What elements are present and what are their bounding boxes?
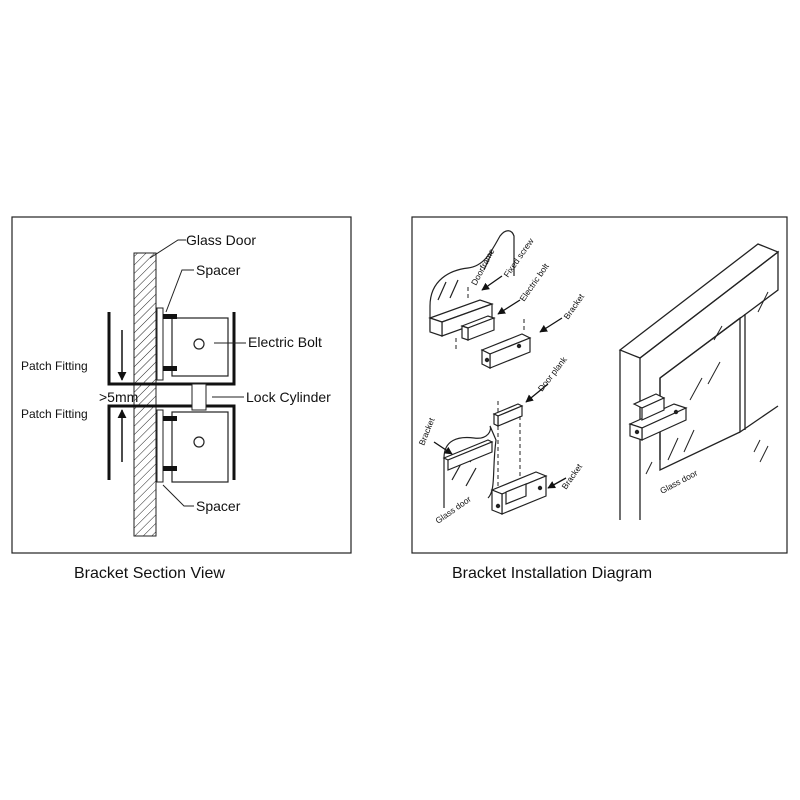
door-plank-piece — [492, 403, 524, 427]
label-spacer-bottom: Spacer — [196, 498, 241, 514]
bracket-small-top — [480, 333, 532, 369]
label-gap: >5mm — [99, 389, 138, 405]
label-door-plank: Door plank — [536, 354, 570, 393]
label-glass-door: Glass Door — [186, 232, 256, 248]
arrows-top-group — [481, 275, 563, 333]
glass-reflections — [645, 291, 769, 475]
frame-bracket — [428, 299, 494, 337]
label-spacer-top: Spacer — [196, 262, 241, 278]
glass-door-section — [133, 252, 157, 537]
caption-section-view: Bracket Section View — [74, 565, 225, 582]
electric-bolt-shape — [171, 317, 229, 377]
patch-fitting-bottom-shape — [107, 404, 236, 480]
caption-installation-diagram: Bracket Installation Diagram — [452, 565, 652, 582]
section-view-frame — [11, 216, 352, 554]
label-bracket-top: Bracket — [561, 291, 586, 321]
screws — [163, 314, 177, 471]
mounted-lock — [628, 393, 688, 441]
label-patch-fitting-top: Patch Fitting — [21, 359, 88, 373]
spacer-bottom-shape — [156, 409, 164, 483]
label-lock-cylinder: Lock Cylinder — [246, 389, 331, 405]
installation-frame — [411, 216, 788, 554]
section-leader-lines — [149, 239, 246, 507]
label-glass-door-small: Glass door — [433, 494, 473, 526]
lock-box-hole — [193, 436, 205, 448]
installation-panel: Doorframe Fixed screw Electric bolt Brac… — [411, 216, 788, 582]
electric-bolt-hole — [193, 338, 205, 350]
label-patch-fitting-bottom: Patch Fitting — [21, 407, 88, 421]
patch-fitting-top-shape — [107, 312, 236, 386]
bracket-small-left — [442, 439, 494, 471]
label-electric-bolt-small: Electric bolt — [517, 261, 551, 303]
alignment-lines-bottom — [497, 398, 521, 488]
label-bracket-bottom: Bracket — [559, 461, 584, 491]
lock-cylinder-shape — [191, 383, 207, 411]
label-fixed-screw: Fixed screw — [501, 236, 536, 280]
section-view-panel: Glass Door Spacer Electric Bolt Patch Fi… — [11, 216, 352, 582]
large-door-frame — [618, 243, 780, 520]
arrows-bottom-group — [433, 383, 567, 489]
alignment-lines-top — [455, 286, 525, 352]
label-bracket-left: Bracket — [417, 416, 437, 447]
spacer-top-shape — [156, 307, 164, 381]
label-electric-bolt: Electric Bolt — [248, 334, 322, 350]
bracket-small-bottom — [490, 471, 548, 515]
label-glass-door-large: Glass door — [658, 468, 699, 496]
electric-bolt-small — [460, 315, 496, 341]
